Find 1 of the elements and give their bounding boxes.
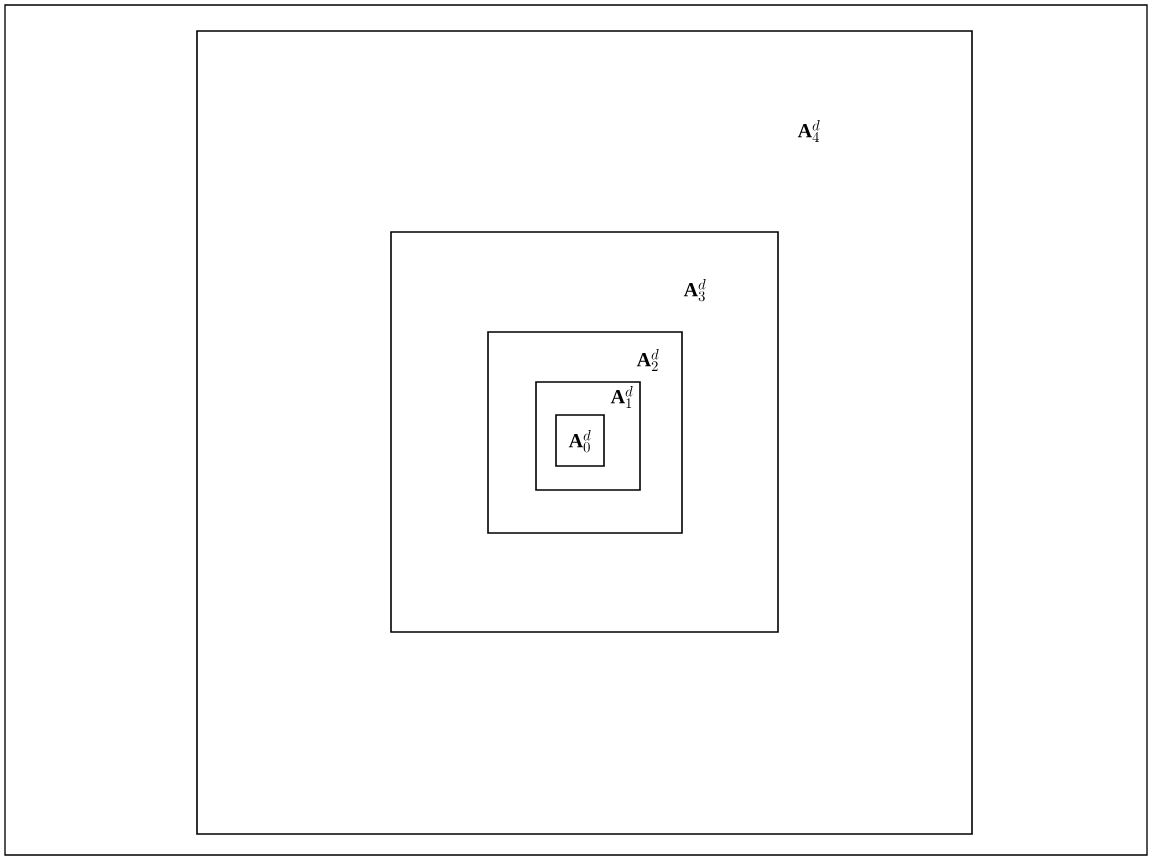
nested-box: $\mathbf{A}_0^d$ (555, 414, 605, 467)
